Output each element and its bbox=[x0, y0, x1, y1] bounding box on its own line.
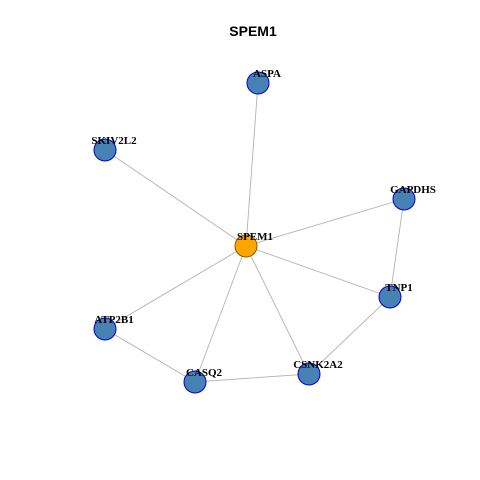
edge-tnp1-csnk2a2 bbox=[308, 296, 391, 375]
edge-spem1-gapdhs bbox=[245, 198, 405, 247]
node-label-spem1: SPEM1 bbox=[237, 231, 273, 243]
node-spem1[interactable] bbox=[234, 234, 258, 258]
edge-spem1-skiv2l2 bbox=[104, 149, 247, 247]
node-gapdhs[interactable] bbox=[392, 187, 416, 211]
edge-spem1-casq2 bbox=[194, 245, 247, 383]
graph-title: SPEM1 bbox=[229, 23, 277, 39]
node-label-aspa: ASPA bbox=[253, 68, 281, 80]
edge-spem1-csnk2a2 bbox=[245, 245, 310, 375]
node-csnk2a2[interactable] bbox=[297, 362, 321, 386]
edge-spem1-aspa bbox=[245, 82, 259, 247]
node-label-gapdhs: GAPDHS bbox=[390, 184, 436, 196]
edge-atp2b1-casq2 bbox=[104, 328, 196, 383]
node-label-casq2: CASQ2 bbox=[186, 367, 223, 379]
node-label-tnp1: TNP1 bbox=[385, 282, 413, 294]
edges-layer bbox=[104, 82, 405, 383]
edge-gapdhs-tnp1 bbox=[389, 198, 405, 298]
node-casq2[interactable] bbox=[183, 370, 207, 394]
node-tnp1[interactable] bbox=[378, 285, 402, 309]
node-label-csnk2a2: CSNK2A2 bbox=[293, 359, 343, 371]
edge-spem1-atp2b1 bbox=[104, 245, 247, 330]
node-label-skiv2l2: SKIV2L2 bbox=[91, 135, 137, 147]
edge-csnk2a2-casq2 bbox=[194, 373, 310, 383]
node-label-atp2b1: ATP2B1 bbox=[94, 314, 134, 326]
nodes-layer bbox=[93, 71, 416, 394]
node-atp2b1[interactable] bbox=[93, 317, 117, 341]
node-aspa[interactable] bbox=[246, 71, 270, 95]
node-skiv2l2[interactable] bbox=[93, 138, 117, 162]
edge-spem1-tnp1 bbox=[245, 245, 391, 298]
